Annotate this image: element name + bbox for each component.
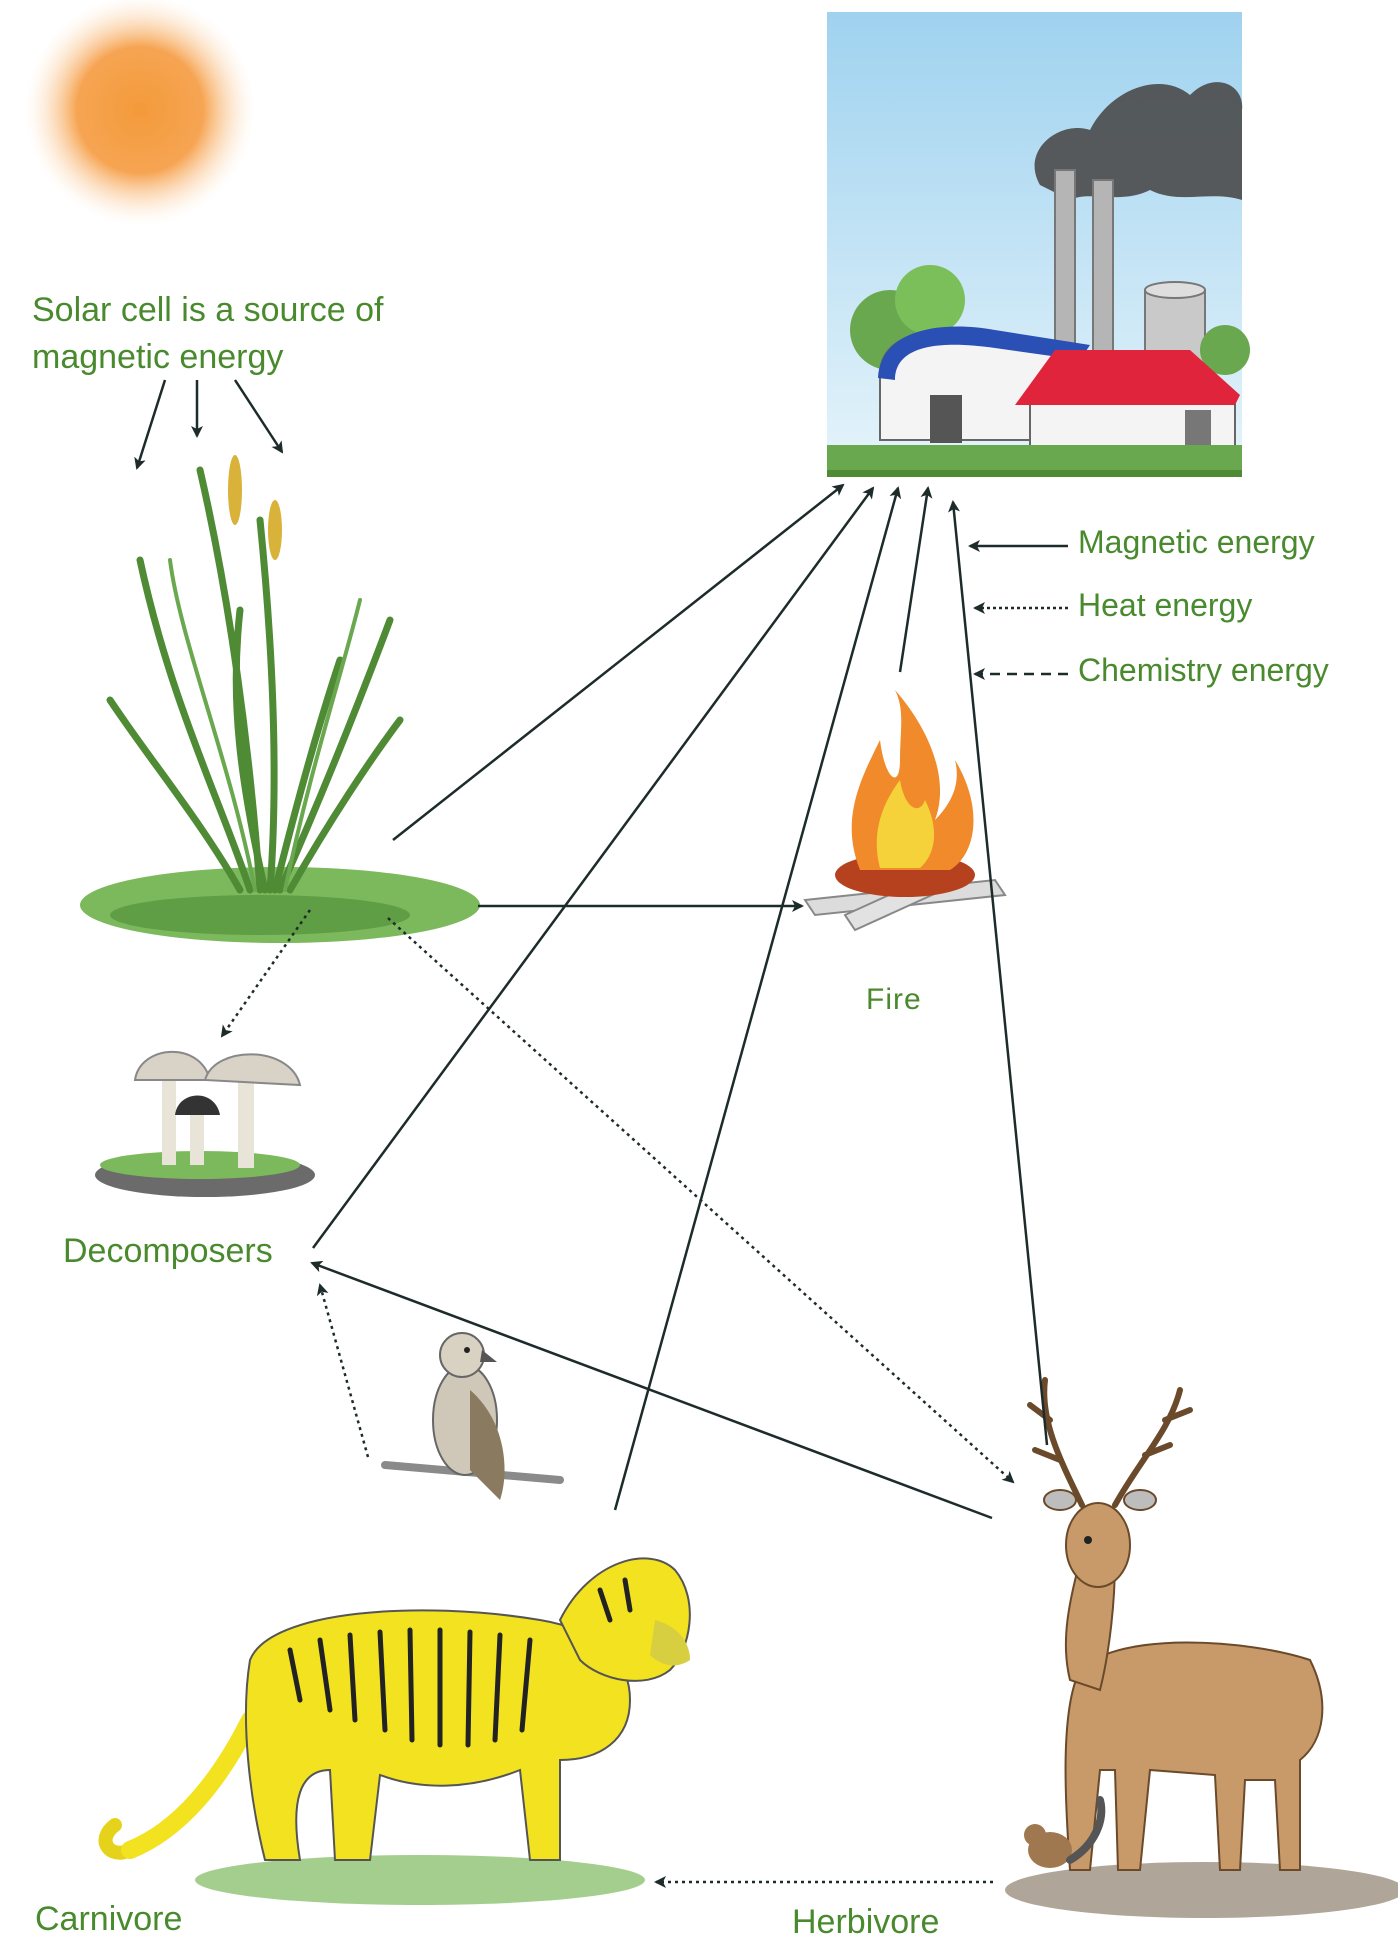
bird-illustration [385,1333,560,1500]
mushrooms-illustration [95,1052,315,1197]
tiger-illustration [106,1558,690,1905]
magnetic-energy-arrows [312,485,1047,1518]
deer-illustration [1005,1380,1398,1918]
grass-plant-illustration [80,455,480,943]
legend-chemistry-label: Chemistry energy [1078,650,1329,692]
legend-heat-label: Heat energy [1078,585,1252,627]
fire-label: Fire [866,980,922,1019]
decomposers-label: Decomposers [63,1229,273,1273]
herbivore-label: Herbivore [792,1900,939,1944]
carnivore-label: Carnivore [35,1897,182,1941]
legend-magnetic-label: Magnetic energy [1078,522,1315,564]
sun-rays-arrows [137,380,282,468]
sun-label-line2: magnetic energy [32,335,283,379]
factory-illustration [827,12,1250,477]
sun-icon [25,0,255,225]
sun-label: Solar cell is a source of [32,288,384,332]
